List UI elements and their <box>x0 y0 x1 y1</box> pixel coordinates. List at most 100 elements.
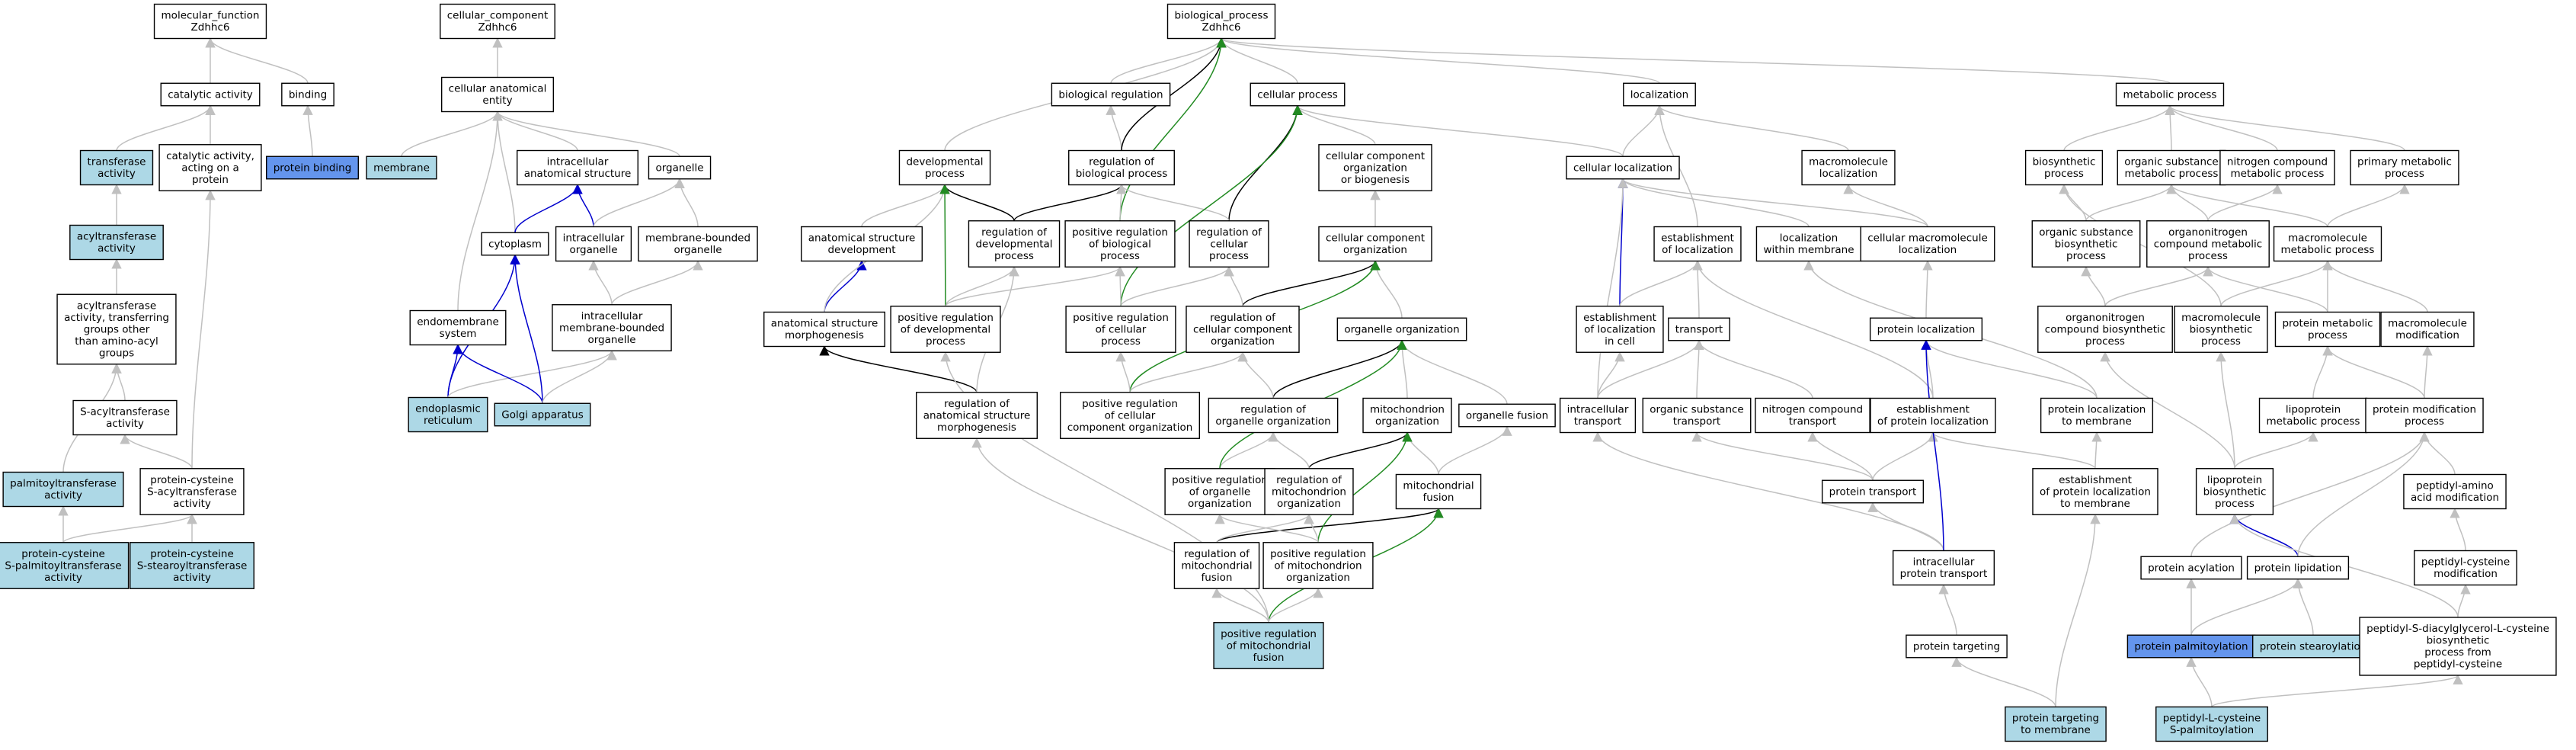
go-term-node[interactable]: cellular localization <box>1566 155 1680 180</box>
go-term-node[interactable]: metabolic process <box>2115 82 2225 107</box>
go-term-node[interactable]: protein targeting <box>1906 634 2008 659</box>
go-term-node[interactable]: protein-cysteineS-acyltransferaseactivit… <box>139 468 245 515</box>
edge <box>1216 37 2171 84</box>
go-term-node[interactable]: protein binding <box>265 155 360 180</box>
go-term-node[interactable]: cytoplasm <box>481 232 549 256</box>
go-term-node[interactable]: cellular process <box>1250 82 1346 107</box>
edge <box>1691 431 1874 481</box>
go-term-node[interactable]: biological regulation <box>1051 82 1171 107</box>
go-term-node[interactable]: protein-cysteineS-stearoyltransferaseact… <box>130 542 254 589</box>
go-term-node[interactable]: Golgi apparatus <box>494 402 591 427</box>
go-term-label: metabolic process <box>2123 88 2217 101</box>
go-term-node[interactable]: organelle <box>648 155 712 180</box>
go-term-node[interactable]: protein localization <box>1869 317 1983 341</box>
go-term-box <box>153 3 267 40</box>
go-term-node[interactable]: organelle fusion <box>1458 403 1556 428</box>
go-term-node[interactable]: localization <box>1623 82 1696 107</box>
go-term-box <box>2 471 124 508</box>
go-term-node[interactable]: protein transport <box>1821 479 1925 504</box>
go-term-node[interactable]: organelle organization <box>1336 317 1467 341</box>
go-term-node[interactable]: protein-cysteineS-palmitoyltransferaseac… <box>0 542 130 589</box>
go-term-node[interactable]: protein stearoylation <box>2252 634 2374 659</box>
go-term-node[interactable]: transport <box>1668 317 1730 341</box>
go-term-node[interactable]: protein lipidation <box>2246 556 2350 580</box>
go-term-node[interactable]: protein acylation <box>2140 556 2242 580</box>
is-a-edge <box>1214 513 1319 543</box>
go-term-node[interactable]: peptidyl-S-diacylglycerol-L-cysteinebios… <box>2359 617 2557 676</box>
go-term-node[interactable]: catalytic activity <box>160 82 261 107</box>
go-term-node[interactable]: membrane <box>366 155 437 180</box>
go-term-node[interactable]: binding <box>281 82 334 107</box>
go-term-node[interactable]: protein palmitoylation <box>2126 634 2256 659</box>
